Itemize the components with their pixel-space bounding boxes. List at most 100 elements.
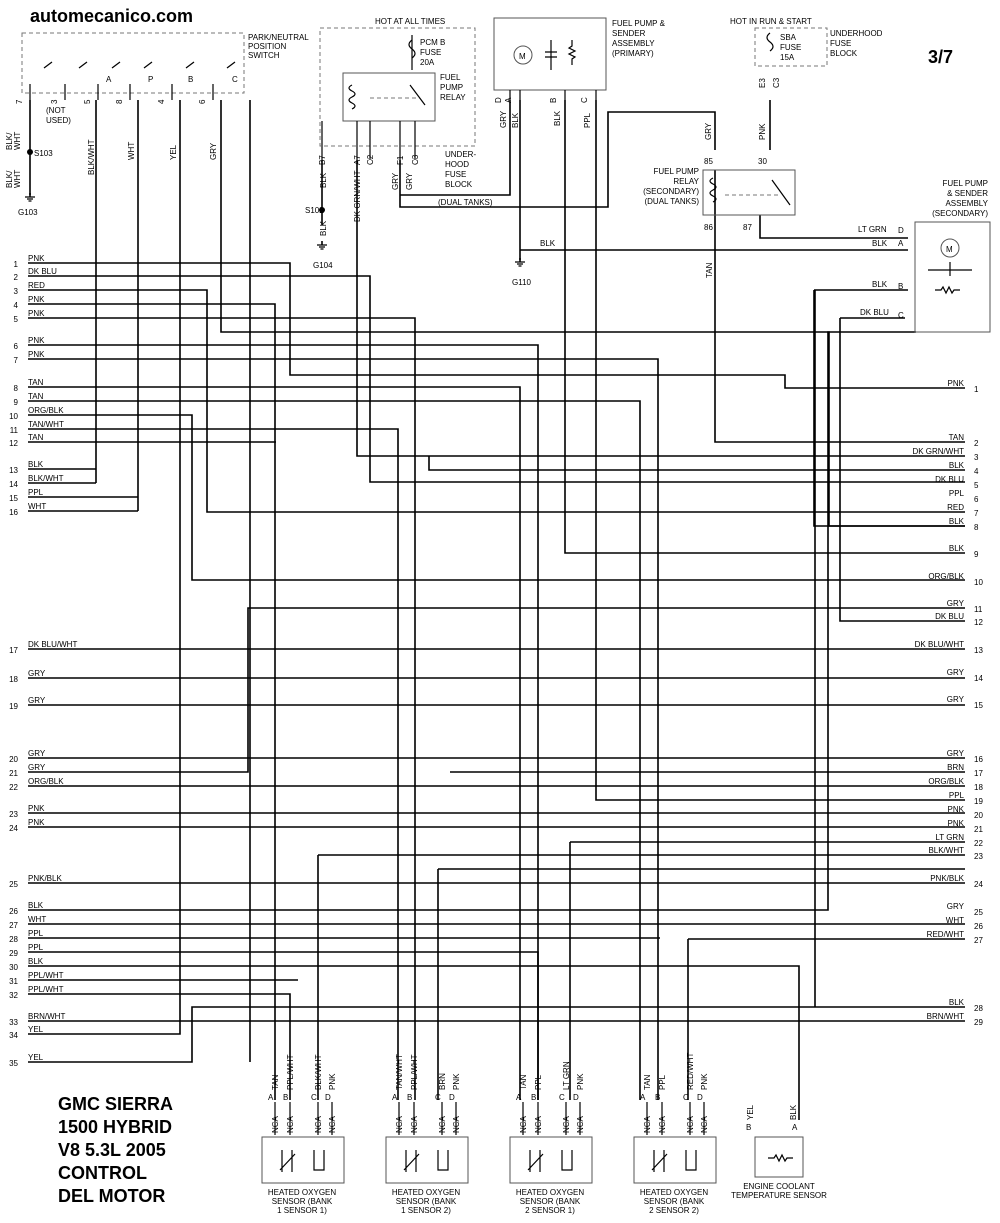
left-pin-number: 33	[9, 1018, 18, 1027]
right-wire-color: BLK	[949, 998, 965, 1007]
primary-pin-label: B	[549, 98, 558, 103]
sensor-wire-color: PPL	[658, 1074, 667, 1090]
wire-color: DK BLU	[860, 308, 889, 317]
right-wire-color: PNK	[948, 805, 965, 814]
left-pin-number: 22	[9, 783, 18, 792]
left-wire-color: PNK	[28, 350, 45, 359]
right-wire-color: GRY	[947, 599, 965, 608]
pn-contact	[143, 61, 153, 69]
diagram-title: DEL MOTOR	[58, 1186, 165, 1206]
relay-terminal: 86	[704, 223, 713, 232]
sensor-wire-color: PNK	[576, 1073, 585, 1090]
right-pin-number: 3	[974, 453, 979, 462]
motor-letter: M	[519, 52, 526, 61]
right-pin-number: 16	[974, 755, 983, 764]
right-wire-color: ORG/BLK	[928, 572, 964, 581]
left-wire-color: PPL/WHT	[28, 971, 64, 980]
right-pin-number: 25	[974, 908, 983, 917]
sensor-pin-label: B	[531, 1093, 536, 1102]
ect-sensor-label: TEMPERATURE SENSOR	[731, 1191, 827, 1200]
right-wire-color: RED	[947, 503, 964, 512]
sensor-pin-label: A	[516, 1093, 522, 1102]
pn-contact	[226, 61, 236, 69]
right-wire-color: DK BLU/WHT	[915, 640, 964, 649]
underhood-fuse-block-label: FUSE	[445, 170, 466, 179]
oxygen-sensor-box	[633, 1136, 717, 1184]
left-wire-color: PNK	[28, 804, 45, 813]
oxygen-sensor-box	[509, 1136, 593, 1184]
nca-label: NCA	[314, 1115, 323, 1133]
wire-color: WHT	[13, 170, 22, 188]
harness-wire	[813, 290, 965, 527]
harness-wire	[400, 100, 511, 196]
right-wire-color: DK BLU	[935, 475, 964, 484]
right-wire-color: PNK	[948, 379, 965, 388]
primary-pin-label: C	[580, 97, 589, 103]
harness-wire	[356, 160, 965, 457]
wire-color: BLK/	[5, 132, 14, 150]
nca-label: NCA	[643, 1115, 652, 1133]
right-pin-number: 17	[974, 769, 983, 778]
wire-color: WHT	[127, 142, 136, 160]
left-pin-number: 1	[14, 260, 19, 269]
harness-wire	[28, 344, 539, 1100]
component-layer	[21, 17, 991, 1184]
oxygen-sensor-label: SENSOR (BANK	[396, 1197, 457, 1206]
fuse-icon	[766, 32, 774, 52]
left-pin-number: 20	[9, 755, 18, 764]
wire-color: TAN	[705, 262, 714, 278]
left-wire-color: DK BLU/WHT	[28, 640, 77, 649]
sensor-wire-color: PNK	[452, 1073, 461, 1090]
oxygen-sensor-label: 1 SENSOR 1)	[277, 1206, 327, 1215]
right-wire-color: PPL	[949, 791, 965, 800]
harness-wire	[28, 400, 641, 1100]
nca-label: NCA	[686, 1115, 695, 1133]
sensor-wire-color: PPL/WHT	[286, 1054, 295, 1090]
heater-icon	[561, 1150, 573, 1171]
fuse2-pin-label: E3	[758, 78, 767, 88]
fuse2-pin-label: C3	[772, 77, 781, 88]
diagram-title: 1500 HYBRID	[58, 1117, 172, 1137]
harness-wire	[564, 100, 965, 554]
sensor-wire-color: BLK/WHT	[314, 1054, 323, 1090]
ect-wire-color: YEL	[746, 1104, 755, 1120]
secondary-relay-label: (SECONDARY)	[643, 187, 699, 196]
sensor-element-icon	[403, 1150, 420, 1172]
secondary-relay-box	[702, 169, 796, 216]
primary-assembly-label: SENDER	[612, 29, 646, 38]
pn-pin-letter: P	[148, 75, 153, 84]
left-wire-color: DK BLU	[28, 267, 57, 276]
right-wire-color: PPL	[949, 489, 965, 498]
right-pin-number: 2	[974, 439, 979, 448]
right-wire-color: LT GRN	[935, 833, 964, 842]
ground-g103	[25, 196, 35, 202]
wire-color: BLK	[319, 220, 328, 236]
hot-at-all-times: HOT AT ALL TIMES	[375, 17, 445, 26]
ground-label: G104	[313, 261, 333, 270]
ufb-pin-label: B7	[318, 155, 327, 165]
wire-color: GRY	[391, 172, 400, 190]
secondary-assembly-label: ASSEMBLY	[945, 199, 988, 208]
nca-label: NCA	[271, 1115, 280, 1133]
sheet-number: 3/7	[928, 47, 953, 67]
harness-wire	[28, 303, 276, 1100]
wire-color: YEL	[169, 144, 178, 160]
wire-color: BLK	[319, 172, 328, 188]
wire-color: PPL	[583, 112, 592, 128]
fuel-pump-relay-label: PUMP	[440, 83, 463, 92]
pcm-fuse-label: PCM B	[420, 38, 445, 47]
ect-pin-label: B	[746, 1123, 751, 1132]
ufb-pin-label: A7	[353, 155, 362, 165]
left-wire-color: WHT	[28, 915, 46, 924]
harness-wire	[714, 170, 965, 443]
right-wire-color: BRN	[947, 763, 964, 772]
left-wire-color: PNK	[28, 336, 45, 345]
left-pin-number: 32	[9, 991, 18, 1000]
left-pin-number: 8	[14, 384, 19, 393]
heater-icon	[313, 1150, 325, 1171]
pcm-fuse-label: FUSE	[420, 48, 441, 57]
harness-wire	[28, 100, 181, 1035]
left-pin-number: 26	[9, 907, 18, 916]
right-pin-number: 13	[974, 646, 983, 655]
